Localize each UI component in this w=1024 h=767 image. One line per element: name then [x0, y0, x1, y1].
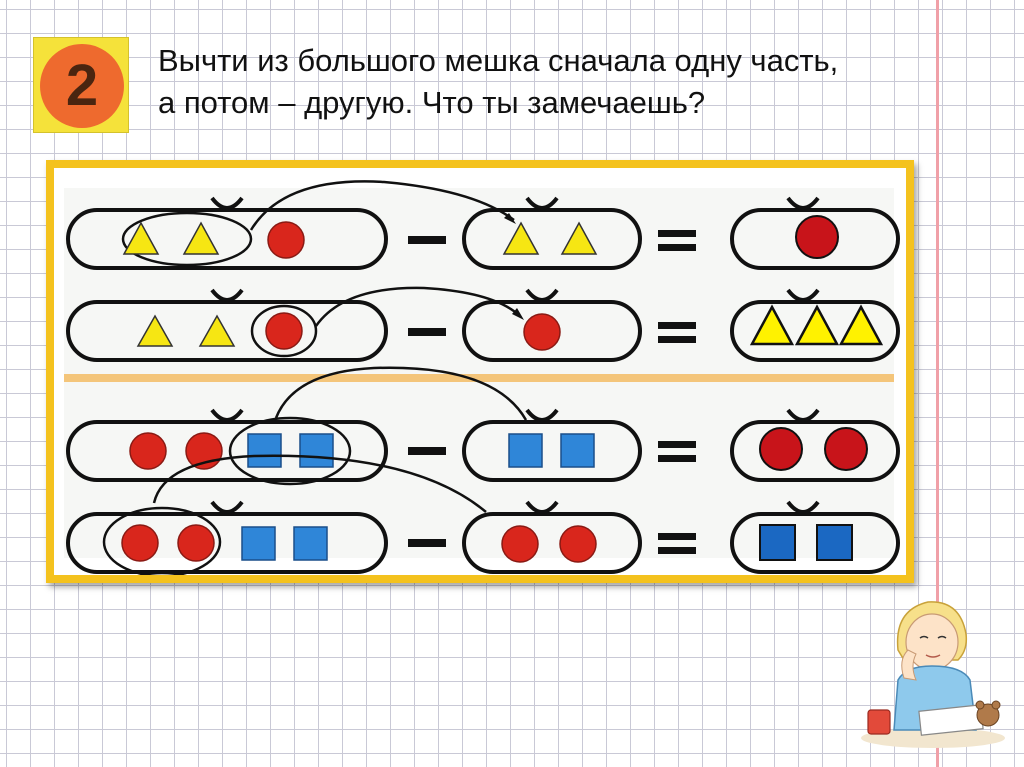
red-circle [121, 524, 159, 562]
red-circle [501, 525, 539, 563]
transfer-line [152, 454, 487, 513]
transfer-arrow [249, 180, 515, 231]
equation-row-2 [66, 286, 900, 362]
selection-loop [228, 416, 352, 486]
teddy-bear-ear [975, 700, 985, 710]
equals-sign-bottom [658, 455, 696, 462]
blue-square [508, 433, 543, 468]
exercise-panel [46, 160, 914, 583]
bag-tie [786, 500, 820, 514]
bag-tie [525, 500, 559, 514]
minus-sign [408, 328, 446, 336]
yellow-triangle [502, 221, 540, 255]
bag-part [462, 300, 642, 362]
red-circle [559, 525, 597, 563]
equals-sign-top [658, 441, 696, 448]
task-number: 2 [65, 53, 99, 118]
mug [867, 709, 891, 735]
bag-tie [525, 288, 559, 302]
section-divider [64, 374, 894, 382]
minus-sign [408, 539, 446, 547]
arrow-head [512, 308, 524, 320]
blue-square [241, 526, 276, 561]
equals-sign-bottom [658, 547, 696, 554]
selection-loop [121, 211, 253, 267]
faded-background-print [64, 188, 894, 558]
bag-result [730, 420, 900, 482]
blue-square [247, 433, 282, 468]
bag-tie [525, 408, 559, 422]
equation-row-4 [66, 454, 900, 575]
result-red-circle [824, 427, 868, 471]
bag-part [462, 208, 642, 270]
bag-result [730, 208, 900, 270]
bag-tie [786, 288, 820, 302]
closed-eye [937, 635, 947, 639]
result-yellow-triangle [838, 304, 884, 346]
bag-tie [786, 408, 820, 422]
exercise-illustration [64, 180, 900, 575]
red-circle [129, 432, 167, 470]
task-instruction-line-2: а потом – другую. Что ты замечаешь? [158, 85, 706, 120]
red-circle [267, 221, 305, 259]
transfer-line [274, 366, 528, 421]
equals-sign-bottom [658, 244, 696, 251]
yellow-triangle [136, 314, 174, 347]
teddy-bear [976, 703, 1000, 727]
result-yellow-triangle [794, 304, 840, 346]
red-circle [177, 524, 215, 562]
equals-sign-top [658, 322, 696, 329]
red-circle [523, 313, 561, 351]
blue-square [293, 526, 328, 561]
selection-loop [102, 506, 222, 575]
equals-sign-bottom [658, 336, 696, 343]
bag-part [462, 512, 642, 574]
arrow-head [504, 213, 516, 224]
equals-sign-top [658, 533, 696, 540]
result-red-circle [795, 215, 839, 259]
result-yellow-triangle [749, 304, 795, 346]
result-blue-square [759, 524, 796, 561]
task-instruction-line-1: Вычти из большого мешка сначала одну час… [158, 43, 839, 78]
yellow-triangle [198, 314, 236, 347]
equals-sign-top [658, 230, 696, 237]
blue-square [299, 433, 334, 468]
notebook-margin-line [936, 0, 939, 767]
transfer-arrow [314, 286, 521, 327]
smile [925, 654, 941, 658]
task-number-circle: 2 [40, 44, 124, 128]
yellow-triangle [122, 221, 160, 255]
result-red-circle [759, 427, 803, 471]
bag-part [462, 420, 642, 482]
minus-sign [408, 447, 446, 455]
bag-tie [210, 196, 244, 210]
equation-row-1 [66, 180, 900, 270]
thinking-student-illustration [861, 601, 1005, 748]
yellow-triangle [182, 221, 220, 255]
bag-tie [210, 288, 244, 302]
blue-square [560, 433, 595, 468]
bag-result [730, 512, 900, 574]
task-number-badge: 2 [33, 37, 129, 133]
bag-tie [210, 500, 244, 514]
bag-result [730, 300, 900, 362]
red-circle [265, 312, 303, 350]
result-blue-square [816, 524, 853, 561]
desk-shadow [861, 728, 1005, 748]
hand-on-cheek [901, 649, 917, 681]
yellow-triangle [560, 221, 598, 255]
bag-tie [525, 196, 559, 210]
minus-sign [408, 236, 446, 244]
bag-tie [786, 196, 820, 210]
bag-tie [210, 408, 244, 422]
task-instruction: Вычти из большого мешка сначала одну час… [158, 40, 938, 124]
teddy-bear-ear [991, 700, 1001, 710]
selection-loop [250, 304, 318, 358]
closed-eye [919, 635, 929, 639]
